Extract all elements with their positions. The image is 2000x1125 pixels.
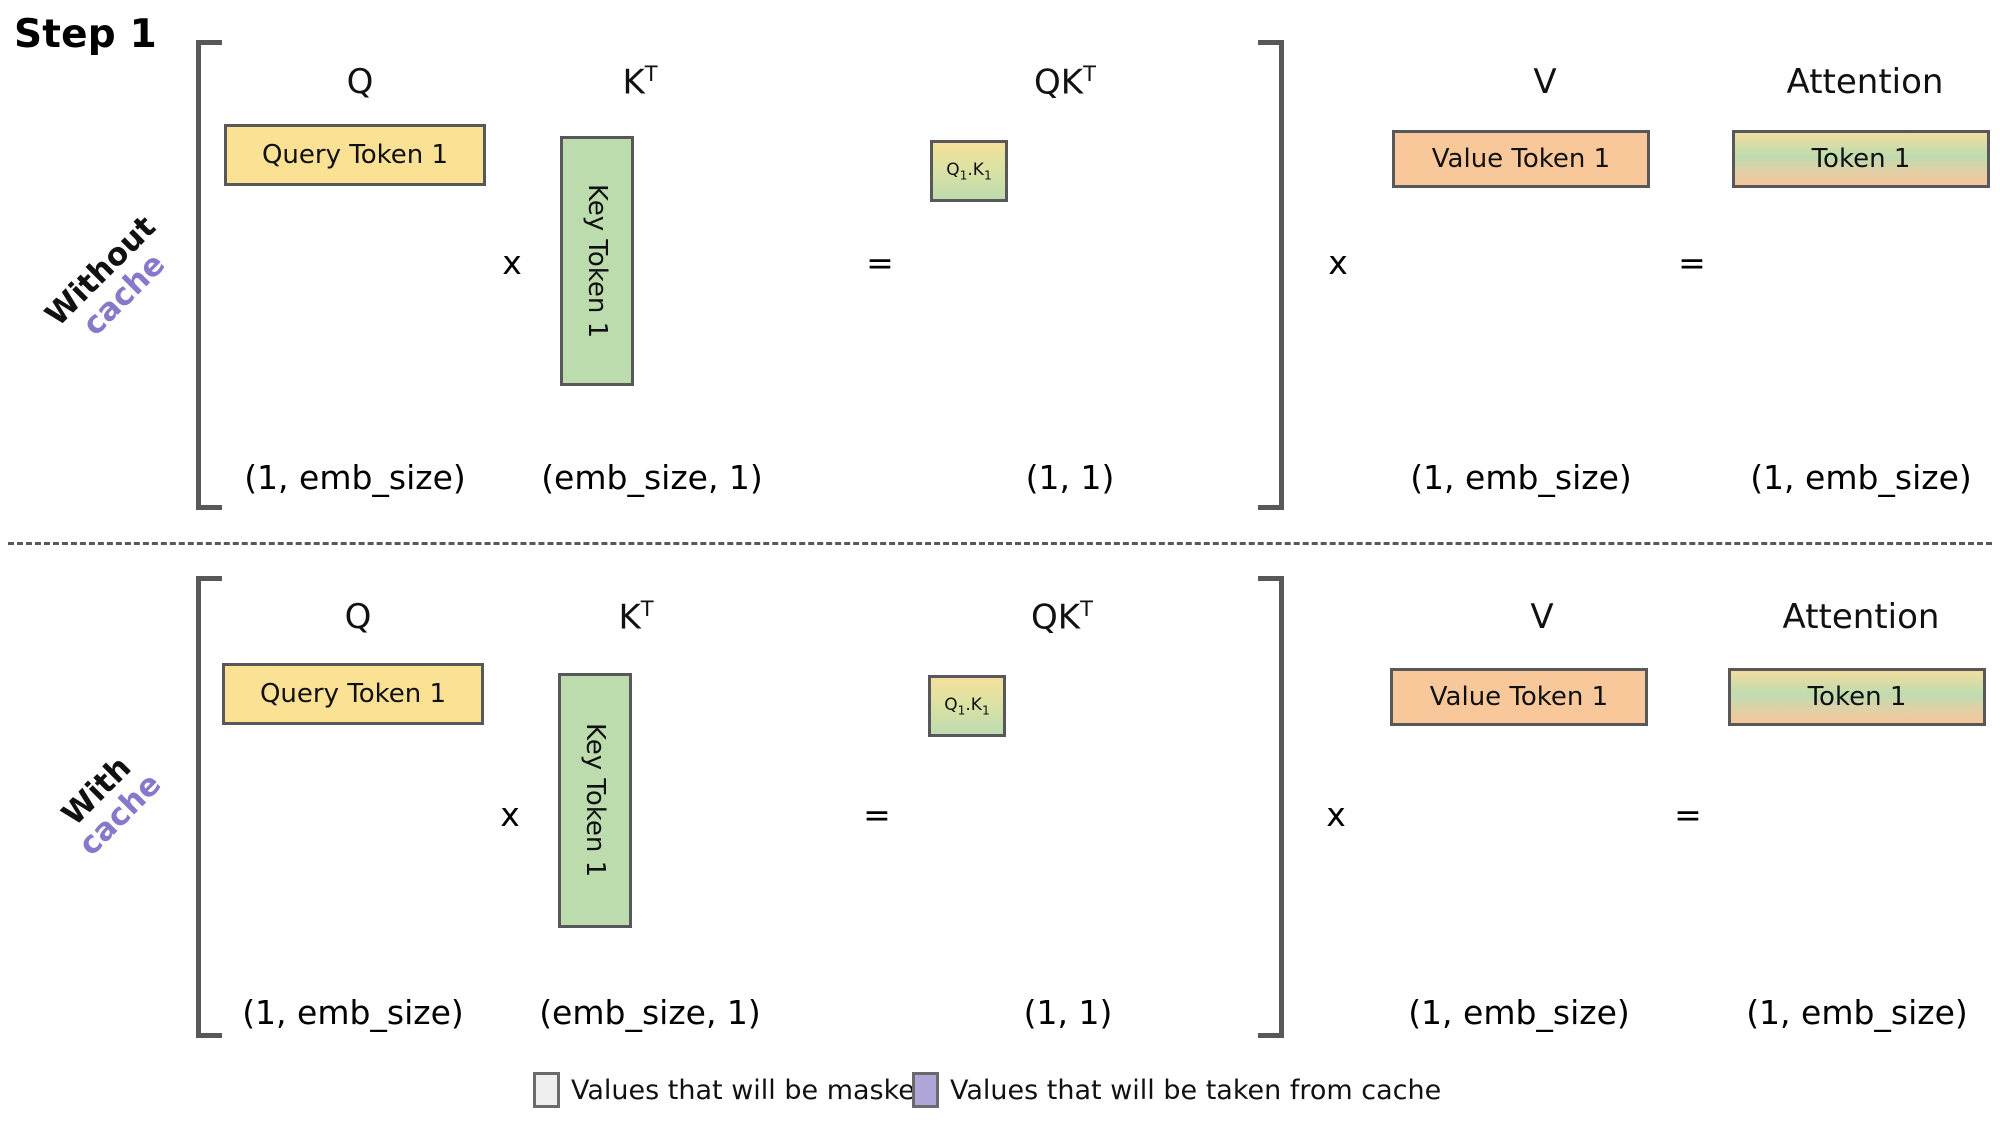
row-label-with-cache: With cache <box>18 713 200 895</box>
matrix-box-qk-row1: Q1.K1 <box>930 140 1008 202</box>
header-v-text-2: V <box>1530 597 1554 637</box>
header-kt-sup-2: T <box>640 597 654 621</box>
operator-equals-left-text: = <box>866 243 894 282</box>
qk-box-label: Q1.K1 <box>946 159 992 183</box>
operator-equals-left-text-2: = <box>863 795 891 834</box>
matrix-box-key-row1: Key Token 1 <box>560 136 634 386</box>
column-header-attention-row1: Attention <box>1730 62 2000 102</box>
legend-swatch-cached-icon <box>912 1072 939 1108</box>
bracket-left-row2 <box>196 576 222 1038</box>
matrix-box-attention-row1: Token 1 <box>1732 130 1990 188</box>
column-header-v-row2: V <box>1422 597 1662 637</box>
value-box-label-2: Value Token 1 <box>1429 682 1609 712</box>
operator-equals-right-row1: = <box>1672 243 1712 282</box>
header-kt-text: K <box>622 62 645 103</box>
column-header-v-row1: V <box>1425 62 1665 102</box>
dimension-v-row2: (1, emb_size) <box>1390 993 1648 1032</box>
dimension-kt-row2: (emb_size, 1) <box>510 993 790 1032</box>
dimension-v-row1: (1, emb_size) <box>1392 458 1650 497</box>
dimension-attention-row2: (1, emb_size) <box>1728 993 1986 1032</box>
header-kt-text-2: K <box>618 597 641 638</box>
bracket-right-row2 <box>1258 576 1284 1038</box>
page-title: Step 1 <box>14 12 158 57</box>
section-divider <box>8 542 1992 545</box>
operator-multiply-right-text-2: x <box>1326 795 1346 834</box>
query-box-label: Query Token 1 <box>261 140 449 170</box>
dimension-q-row1: (1, emb_size) <box>224 458 486 497</box>
attention-box-label-2: Token 1 <box>1807 682 1907 712</box>
operator-multiply-right-text: x <box>1328 243 1348 282</box>
operator-equals-right-text: = <box>1678 243 1706 282</box>
matrix-box-value-row1: Value Token 1 <box>1392 130 1650 188</box>
dimension-kt-row1: (emb_size, 1) <box>512 458 792 497</box>
column-header-kt-row1: KT <box>560 62 720 102</box>
dimension-v-text-2: (1, emb_size) <box>1408 993 1630 1032</box>
header-q-text: Q <box>346 62 374 102</box>
dimension-attention-text: (1, emb_size) <box>1750 458 1972 497</box>
query-box-label-2: Query Token 1 <box>259 679 447 709</box>
legend-cached-label: Values that will be taken from cache <box>950 1074 1442 1106</box>
dimension-q-text-2: (1, emb_size) <box>242 993 464 1032</box>
operator-equals-right-text-2: = <box>1674 795 1702 834</box>
matrix-box-query-row2: Query Token 1 <box>222 663 484 725</box>
column-header-q-row2: Q <box>228 597 488 637</box>
dimension-qkt-text: (1, 1) <box>1025 458 1115 497</box>
header-qkt-sup-2: T <box>1080 597 1093 621</box>
dimension-kt-text-2: (emb_size, 1) <box>539 993 761 1032</box>
operator-equals-right-row2: = <box>1668 795 1708 834</box>
dimension-attention-row1: (1, emb_size) <box>1732 458 1990 497</box>
dimension-attention-text-2: (1, emb_size) <box>1746 993 1968 1032</box>
dimension-qkt-text-2: (1, 1) <box>1023 993 1113 1032</box>
header-qkt-sup: T <box>1083 62 1096 86</box>
qk-box-label-2: Q1.K1 <box>944 694 990 718</box>
key-box-label: Key Token 1 <box>582 183 612 339</box>
header-qkt-text-2: QK <box>1031 597 1081 638</box>
column-header-attention-row2: Attention <box>1726 597 1996 637</box>
header-attention-text: Attention <box>1786 62 1944 102</box>
legend-item-masked: Values that will be masked <box>533 1072 932 1108</box>
column-header-qkt-row1: QKT <box>975 62 1155 102</box>
column-header-qkt-row2: QKT <box>972 597 1152 637</box>
operator-multiply-left-row1: x <box>492 243 532 282</box>
bracket-right-row1 <box>1258 40 1284 510</box>
header-qkt-text: QK <box>1034 62 1084 103</box>
dimension-q-text: (1, emb_size) <box>244 458 466 497</box>
operator-multiply-left-row2: x <box>490 795 530 834</box>
dimension-qkt-row2: (1, 1) <box>978 993 1158 1032</box>
legend-item-cached: Values that will be taken from cache <box>912 1072 1441 1108</box>
matrix-box-key-row2: Key Token 1 <box>558 673 632 928</box>
operator-multiply-right-row1: x <box>1318 243 1358 282</box>
row-label-without-cache: Without cache <box>22 193 204 375</box>
dimension-kt-text: (emb_size, 1) <box>541 458 763 497</box>
dimension-v-text: (1, emb_size) <box>1410 458 1632 497</box>
legend-swatch-masked-icon <box>533 1072 560 1108</box>
bracket-left-row1 <box>196 40 222 510</box>
operator-equals-left-row2: = <box>857 795 897 834</box>
attention-box-label: Token 1 <box>1811 144 1911 174</box>
operator-multiply-left-text: x <box>502 243 522 282</box>
matrix-box-qk-row2: Q1.K1 <box>928 675 1006 737</box>
column-header-kt-row2: KT <box>556 597 716 637</box>
dimension-qkt-row1: (1, 1) <box>980 458 1160 497</box>
header-v-text: V <box>1533 62 1557 102</box>
legend-masked-label: Values that will be masked <box>571 1074 933 1106</box>
operator-equals-left-row1: = <box>860 243 900 282</box>
header-q-text-2: Q <box>344 597 372 637</box>
operator-multiply-left-text-2: x <box>500 795 520 834</box>
value-box-label: Value Token 1 <box>1431 144 1611 174</box>
header-attention-text-2: Attention <box>1782 597 1940 637</box>
column-header-q-row1: Q <box>230 62 490 102</box>
header-kt-sup: T <box>644 62 658 86</box>
matrix-box-attention-row2: Token 1 <box>1728 668 1986 726</box>
operator-multiply-right-row2: x <box>1316 795 1356 834</box>
matrix-box-query-row1: Query Token 1 <box>224 124 486 186</box>
dimension-q-row2: (1, emb_size) <box>222 993 484 1032</box>
key-box-label-2: Key Token 1 <box>580 723 610 878</box>
matrix-box-value-row2: Value Token 1 <box>1390 668 1648 726</box>
